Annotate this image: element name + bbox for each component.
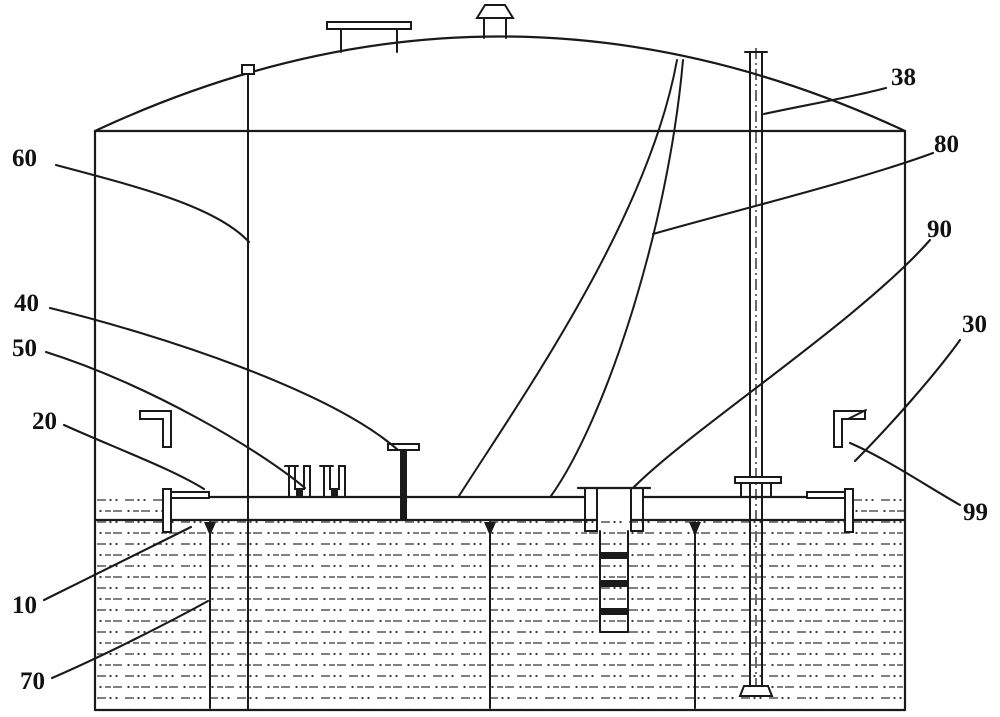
vent-cap xyxy=(475,4,515,19)
leader-80 xyxy=(651,151,935,236)
rim-seal-right xyxy=(806,488,854,533)
annular-liquid-right xyxy=(852,499,904,521)
ladder xyxy=(599,530,629,633)
ref-label-60: 60 xyxy=(12,145,37,172)
floating-deck xyxy=(93,495,907,522)
ref-label-30: 30 xyxy=(962,311,987,338)
ref-label-50: 50 xyxy=(12,335,37,362)
ladder-rung xyxy=(601,552,627,559)
swing-cable xyxy=(458,59,684,497)
bleeder-vent xyxy=(387,443,420,520)
deck-fitting-small-1 xyxy=(284,465,311,498)
rim-seal-left xyxy=(162,488,210,533)
roof-vent xyxy=(475,4,515,39)
ref-label-90: 90 xyxy=(927,216,952,243)
ref-label-80: 80 xyxy=(934,131,959,158)
gauge-pipe xyxy=(734,48,782,697)
ref-label-40: 40 xyxy=(14,290,39,317)
bracket-right-angle xyxy=(833,410,866,448)
manhole-flange xyxy=(326,21,412,30)
leader-38 xyxy=(762,86,888,116)
leader-50 xyxy=(44,350,307,490)
leader-30 xyxy=(853,338,962,463)
cable-curve-outer xyxy=(458,59,678,497)
bracket-right-gusset xyxy=(847,409,867,420)
leader-lines xyxy=(42,86,962,680)
ref-label-70: 70 xyxy=(20,668,45,695)
liquid-body xyxy=(97,521,903,708)
leader-99 xyxy=(848,441,962,507)
seal-bar-left xyxy=(170,491,210,499)
fitting2-base-block xyxy=(331,490,338,497)
ref-label-20: 20 xyxy=(32,408,57,435)
stored-liquid xyxy=(96,499,904,708)
pipe-deck-gland xyxy=(734,476,782,484)
bracket-left-angle xyxy=(139,410,172,448)
ref-label-10: 10 xyxy=(12,592,37,619)
dome-roof xyxy=(93,35,907,133)
deck-fitting-small-2 xyxy=(319,465,346,498)
tank-shell xyxy=(93,35,907,712)
support-legs xyxy=(204,521,701,709)
wall-bracket-left xyxy=(139,410,172,448)
cable-curve-inner xyxy=(550,59,684,497)
ladder-rung xyxy=(601,608,627,615)
guide-pole-cap xyxy=(241,64,255,75)
pipe-foot xyxy=(738,685,774,697)
ladder-rung xyxy=(601,580,627,587)
ref-label-38: 38 xyxy=(891,64,916,91)
guide-pole xyxy=(241,64,255,710)
center-well xyxy=(576,486,652,532)
ref-label-99: 99 xyxy=(963,499,988,526)
bleeder-stem xyxy=(400,450,407,520)
leader-90 xyxy=(631,238,932,490)
roof-manhole xyxy=(326,21,412,53)
wall-bracket-right xyxy=(833,409,867,448)
seal-bar-right xyxy=(806,491,846,499)
seal-plate-right xyxy=(844,488,854,533)
seal-plate-left xyxy=(162,488,172,533)
leader-60 xyxy=(54,163,251,244)
leader-10 xyxy=(42,525,193,602)
leader-70 xyxy=(50,599,210,680)
annular-liquid-left xyxy=(96,499,163,521)
bleeder-handle xyxy=(387,443,420,451)
leader-40 xyxy=(48,306,400,452)
leader-20 xyxy=(62,423,206,491)
fitting1-base-block xyxy=(296,490,303,497)
reference-labels: 60 40 50 20 10 70 38 80 90 30 99 xyxy=(12,64,988,695)
